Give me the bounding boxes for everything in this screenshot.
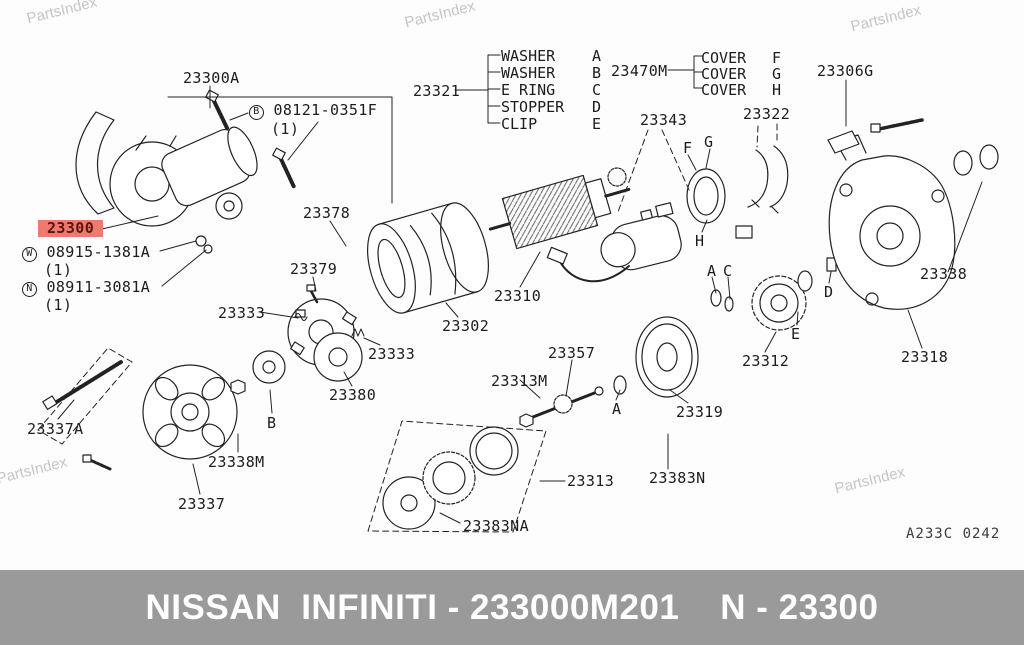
circled-b-icon: B <box>249 105 264 120</box>
legend-item-name: WASHER <box>501 47 556 65</box>
qty-label: (1) <box>44 261 73 279</box>
mount-bracket-art <box>75 111 115 215</box>
part-label-23319[interactable]: 23319 <box>676 403 724 421</box>
part-label-23306g[interactable]: 23306G <box>817 62 874 80</box>
qty-label: (1) <box>271 120 300 138</box>
part-label-23337a[interactable]: 23337A <box>27 420 84 438</box>
cover-clips-art <box>735 145 789 239</box>
front-cover-art <box>142 350 286 460</box>
part-label-23378[interactable]: 23378 <box>303 204 351 222</box>
legend-23321: WASHER A WASHER B E RING C STOPPER D CLIP E <box>501 47 601 133</box>
part-label-23333[interactable]: 23333 <box>218 304 266 322</box>
legend-item-letter: B <box>591 64 601 82</box>
part-number: 08915-1381A <box>46 243 151 261</box>
diagram-code: A233C 0242 <box>906 526 1001 542</box>
center-plate-art <box>635 316 699 398</box>
part-label-23470m[interactable]: 23470M <box>611 62 668 80</box>
legend-item-letter: C <box>591 81 601 99</box>
part-label-23302[interactable]: 23302 <box>442 317 490 335</box>
ref-letter-f: F <box>683 139 693 157</box>
circled-n-icon: N <box>22 282 37 297</box>
thrust-washer-set-art <box>382 426 519 530</box>
part-label-23383n[interactable]: 23383N <box>649 469 706 487</box>
legend-item-name: COVER <box>701 81 747 99</box>
circled-w-icon: W <box>22 247 37 262</box>
armature-art <box>488 167 631 250</box>
pinion-gear-art <box>751 270 813 331</box>
legend-item-letter: D <box>591 98 601 116</box>
part-label-23337[interactable]: 23337 <box>178 495 226 513</box>
ref-letter-h: H <box>695 232 705 250</box>
part-label-23313[interactable]: 23313 <box>567 472 615 490</box>
magnetic-switch-art <box>546 202 682 283</box>
qty-label: (1) <box>44 296 73 314</box>
ref-letter-c: C <box>723 262 733 280</box>
leader-lines <box>57 54 983 524</box>
seal-ring-art <box>686 168 726 224</box>
part-label-23313m[interactable]: 23313M <box>491 372 548 390</box>
part-number: 08911-3081A <box>46 278 151 296</box>
legend-item-name: STOPPER <box>501 98 565 116</box>
ref-letter-g: G <box>704 133 714 151</box>
mounting-bolts-art <box>205 89 296 189</box>
legend-item: WASHER A <box>501 47 601 65</box>
ref-letter-d: D <box>824 283 834 301</box>
part-label-23338m[interactable]: 23338M <box>208 453 265 471</box>
legend-item-letter: G <box>771 65 781 83</box>
legend-item: COVER F <box>701 49 781 67</box>
dashed-guides <box>37 123 778 533</box>
pinion-shaft-art <box>519 386 604 428</box>
legend-item-letter: F <box>771 49 781 67</box>
part-number: 08121-0351F <box>273 101 378 119</box>
legend-item-name: E RING <box>501 81 556 99</box>
footer-bar: NISSAN INFINITI - 233000M201 N - 23300 <box>0 570 1024 645</box>
footer-text: NISSAN INFINITI - 233000M201 N - 23300 <box>145 587 879 627</box>
through-bolt-art <box>42 360 123 471</box>
part-label-23383na[interactable]: 23383NA <box>463 517 530 535</box>
part-label-23300-highlighted[interactable]: 23300 <box>38 220 104 237</box>
part-label-08915-1381a[interactable]: W 08915-1381A <box>22 244 150 262</box>
legend-item-name: WASHER <box>501 64 556 82</box>
ref-letter-b: B <box>267 414 277 432</box>
part-label-23312[interactable]: 23312 <box>742 352 790 370</box>
part-label-23343[interactable]: 23343 <box>640 111 688 129</box>
lock-washers-art <box>195 235 213 254</box>
rear-cover-art <box>828 134 956 310</box>
part-label-23379[interactable]: 23379 <box>290 260 338 278</box>
legend-item: COVER G <box>701 65 781 83</box>
legend-item: COVER H <box>701 81 781 99</box>
legend-item: WASHER B <box>501 64 601 82</box>
legend-item-letter: A <box>591 47 601 65</box>
part-label-23300a[interactable]: 23300A <box>183 69 240 87</box>
part-label-23321[interactable]: 23321 <box>413 82 461 100</box>
ref-letter-a: A <box>707 262 717 280</box>
part-label-08121-0351f[interactable]: B 08121-0351F <box>249 102 377 120</box>
ref-letter-e: E <box>791 325 801 343</box>
rear-bracket-and-bolt-art <box>827 118 924 154</box>
part-label-23333[interactable]: 23333 <box>368 345 416 363</box>
part-label-23357[interactable]: 23357 <box>548 344 596 362</box>
starter-motor-assembly-art <box>109 126 258 227</box>
part-label-23318[interactable]: 23318 <box>901 348 949 366</box>
part-label-23322[interactable]: 23322 <box>743 105 791 123</box>
part-label-23338[interactable]: 23338 <box>920 265 968 283</box>
legend-item: CLIP E <box>501 115 601 133</box>
legend-item-letter: H <box>771 81 781 99</box>
part-label-23380[interactable]: 23380 <box>329 386 377 404</box>
legend-item-name: COVER <box>701 49 747 67</box>
ref-letter-a: A <box>612 400 622 418</box>
legend-23470m: COVER F COVER G COVER H <box>701 49 781 99</box>
part-label-23310[interactable]: 23310 <box>494 287 542 305</box>
legend-item: E RING C <box>501 81 601 99</box>
legend-item: STOPPER D <box>501 98 601 116</box>
exploded-diagram-artwork <box>37 54 999 533</box>
legend-item-letter: E <box>591 115 601 133</box>
legend-item-name: COVER <box>701 65 747 83</box>
legend-item-name: CLIP <box>501 115 538 133</box>
part-label-08911-3081a[interactable]: N 08911-3081A <box>22 279 150 297</box>
brush-holder-art <box>287 284 365 382</box>
bushing-rings-art <box>953 144 999 176</box>
yoke-art <box>367 202 489 314</box>
